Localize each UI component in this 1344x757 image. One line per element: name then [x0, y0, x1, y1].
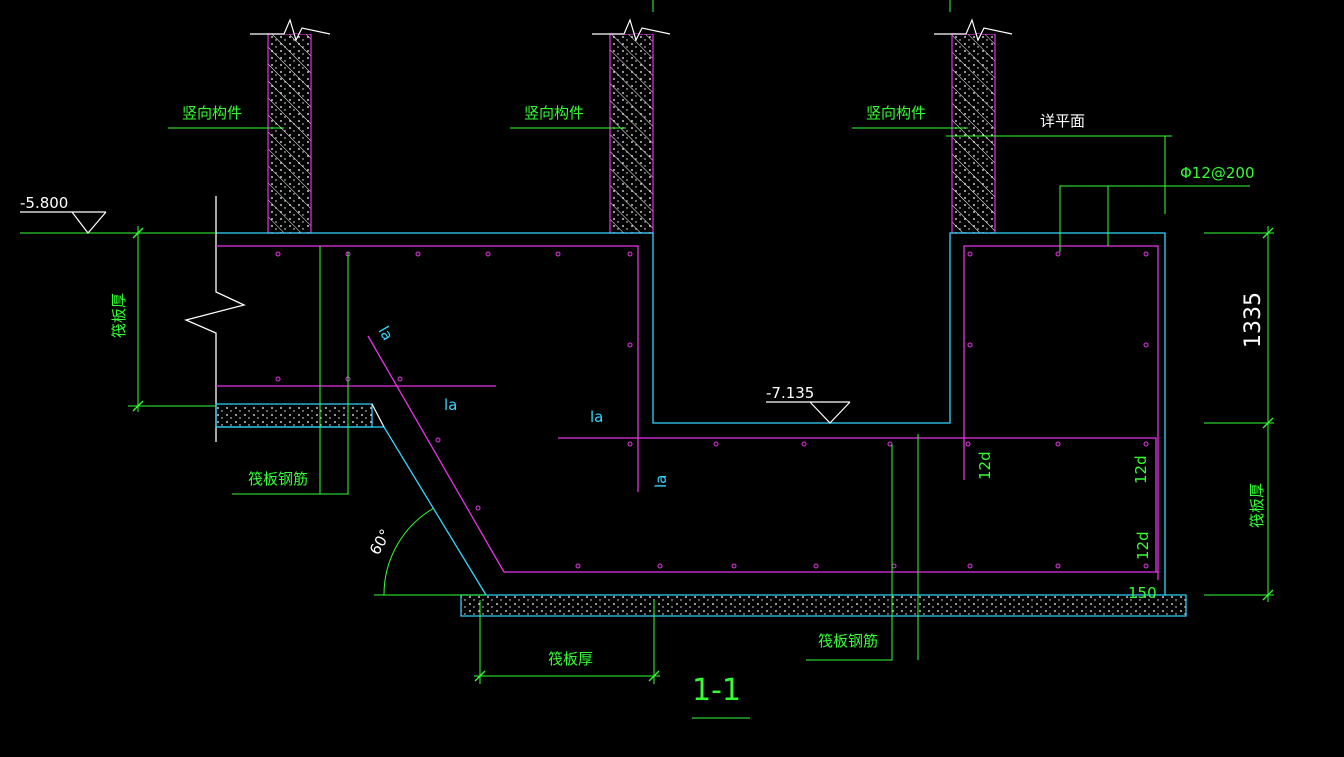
- lean-concrete-left: [215, 403, 373, 428]
- lean-concrete-bottom: [460, 594, 1187, 617]
- rebar-dots: [275, 251, 1149, 569]
- label-raft-thickness-bottom: 筏板厚: [548, 650, 593, 668]
- label-detail-plan: 详平面: [1040, 112, 1085, 130]
- label-la-4: la: [652, 475, 670, 488]
- label-angle-60: 60°: [366, 526, 395, 558]
- label-elev-top: -5.800: [20, 194, 68, 212]
- label-raft-rebar-bottom: 筏板钢筋: [818, 632, 878, 650]
- break-line: [184, 196, 246, 442]
- label-vertical-member-2: 竖向构件: [524, 104, 584, 122]
- label-elev-pit: -7.135: [766, 384, 814, 402]
- label-la-2: la: [444, 396, 457, 414]
- leader-lines: [20, 127, 1274, 719]
- vertical-member-2: [592, 18, 671, 234]
- label-la-3: la: [590, 408, 603, 426]
- label-raft-rebar-left: 筏板钢筋: [248, 470, 308, 488]
- label-rebar-spec: Φ12@200: [1180, 164, 1255, 182]
- rebar-lines: [216, 245, 1159, 580]
- label-12d-1: 12d: [976, 451, 994, 480]
- vertical-member-1: [250, 18, 331, 234]
- label-la-1: la: [375, 323, 397, 344]
- dimension-ticks: [132, 227, 1274, 682]
- label-raft-thickness-right: 筏板厚: [1248, 483, 1266, 528]
- section-title: 1-1: [692, 673, 741, 708]
- label-dim-1335: 1335: [1241, 292, 1266, 348]
- label-vertical-member-1: 竖向构件: [182, 104, 242, 122]
- elevation-marker-pit: [766, 401, 851, 424]
- label-12d-3: 12d: [1134, 531, 1152, 560]
- label-dim-150: 150: [1128, 584, 1157, 602]
- label-raft-thickness-left: 筏板厚: [110, 293, 128, 338]
- label-vertical-member-3: 竖向构件: [866, 104, 926, 122]
- vertical-member-3: [934, 18, 1013, 234]
- label-12d-2: 12d: [1132, 455, 1150, 484]
- elevation-marker-top: [20, 211, 107, 234]
